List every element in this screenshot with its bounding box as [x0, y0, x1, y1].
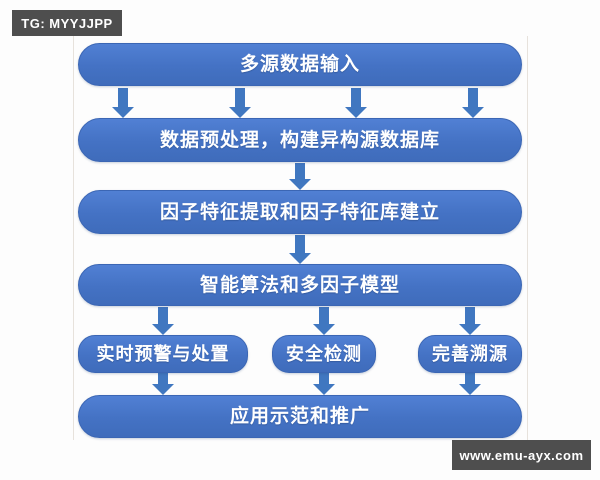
watermark-bottom-right-text: www.emu-ayx.com — [459, 447, 584, 463]
node-factor-feature-extraction[interactable]: 因子特征提取和因子特征库建立 — [78, 190, 522, 234]
guide-rail-left — [73, 36, 74, 440]
arrow-input-to-preprocess-1 — [112, 88, 134, 118]
node-label: 多源数据输入 — [239, 54, 360, 75]
node-traceability-improvement[interactable]: 完善溯源 — [418, 335, 522, 373]
arrow-input-to-preprocess-4 — [462, 88, 484, 118]
watermark-top-left: TG: MYYJJPP — [12, 10, 122, 36]
node-label: 完善溯源 — [432, 344, 508, 364]
arrow-model-to-warning — [152, 307, 174, 335]
arrow-input-to-preprocess-3 — [345, 88, 367, 118]
arrow-safety-to-application — [313, 373, 335, 395]
node-label: 智能算法和多因子模型 — [199, 274, 400, 296]
arrow-model-to-safety — [313, 307, 335, 335]
arrow-model-to-traceability — [459, 307, 481, 335]
node-safety-detection[interactable]: 安全检测 — [272, 335, 376, 373]
node-data-preprocessing[interactable]: 数据预处理，构建异构源数据库 — [78, 118, 522, 162]
node-realtime-warning-disposal[interactable]: 实时预警与处置 — [78, 335, 248, 373]
guide-rail-right — [527, 36, 528, 440]
node-label: 数据预处理，构建异构源数据库 — [159, 129, 440, 151]
node-label: 因子特征提取和因子特征库建立 — [159, 201, 440, 223]
node-intelligent-algorithm-model[interactable]: 智能算法和多因子模型 — [78, 264, 522, 306]
arrow-traceability-to-application — [459, 373, 481, 395]
watermark-bottom-right: www.emu-ayx.com — [452, 440, 591, 470]
node-multi-source-data-input[interactable]: 多源数据输入 — [78, 43, 522, 86]
node-label: 应用示范和推广 — [229, 406, 370, 427]
arrow-input-to-preprocess-2 — [229, 88, 251, 118]
node-label: 安全检测 — [286, 344, 362, 364]
node-application-demo-promotion[interactable]: 应用示范和推广 — [78, 395, 522, 438]
arrow-preprocess-to-feature — [289, 163, 311, 190]
node-label: 实时预警与处置 — [96, 344, 230, 364]
arrow-warning-to-application — [152, 373, 174, 395]
arrow-feature-to-model — [289, 235, 311, 264]
watermark-top-left-text: TG: MYYJJPP — [21, 15, 113, 31]
